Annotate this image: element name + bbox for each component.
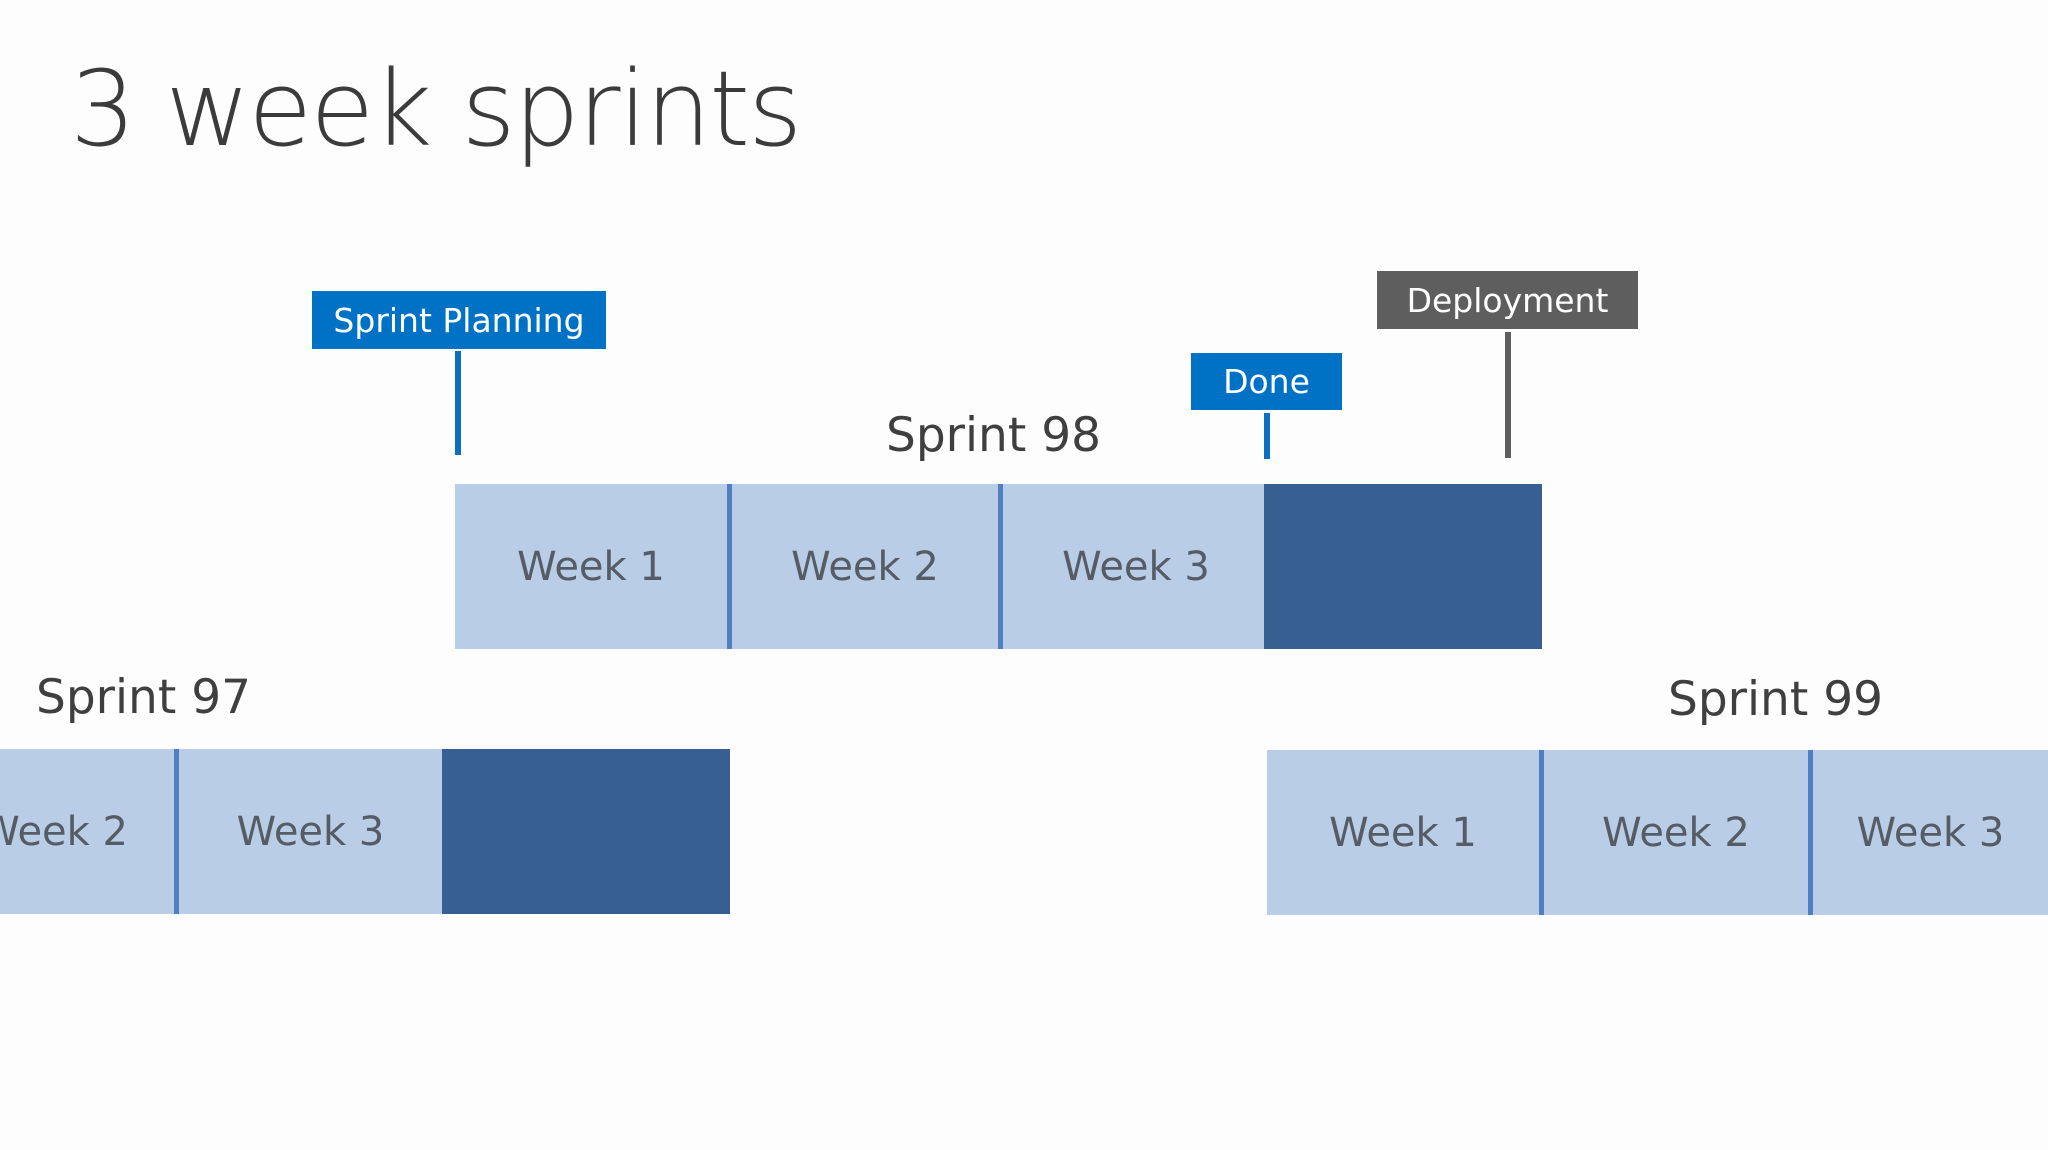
sprint-98-label: Sprint 98 [886, 408, 1102, 463]
done-pole [1264, 413, 1270, 459]
slide-title: 3 week sprints [70, 48, 802, 170]
sprint-97-week-3: Week 3 [179, 749, 442, 914]
deployment-flag: Deployment [1377, 271, 1638, 329]
sprint-99-week-3: Week 3 [1813, 750, 2048, 915]
sprint-99-week-2: Week 2 [1544, 750, 1808, 915]
deployment-pole [1505, 332, 1511, 458]
sprint-98-divider-2 [998, 484, 1003, 649]
sprint-97-row: Week 2 Week 3 [0, 749, 730, 914]
sprint-99-row: Week 1 Week 2 Week 3 [1267, 750, 2048, 915]
sprint-98-row: Week 1 Week 2 Week 3 [455, 484, 1542, 649]
sprint-98-week-3: Week 3 [1003, 484, 1269, 649]
sprint-98-buffer [1264, 484, 1542, 649]
sprint-97-label: Sprint 97 [36, 670, 252, 725]
sprint-97-week-2-text: Week 2 [0, 808, 128, 855]
sprint-97-divider-1 [174, 749, 179, 914]
sprint-99-label: Sprint 99 [1668, 672, 1884, 727]
sprint-97-week-2: Week 2 [0, 749, 174, 914]
done-flag: Done [1191, 353, 1342, 410]
sprint-99-divider-2 [1808, 750, 1813, 915]
sprint-planning-pole [455, 351, 461, 455]
sprint-97-buffer [442, 749, 730, 914]
sprint-99-divider-1 [1539, 750, 1544, 915]
sprint-98-week-1: Week 1 [455, 484, 727, 649]
sprint-99-week-1: Week 1 [1267, 750, 1539, 915]
sprint-98-divider-1 [727, 484, 732, 649]
sprint-98-week-2: Week 2 [732, 484, 998, 649]
sprint-planning-flag: Sprint Planning [312, 291, 606, 349]
